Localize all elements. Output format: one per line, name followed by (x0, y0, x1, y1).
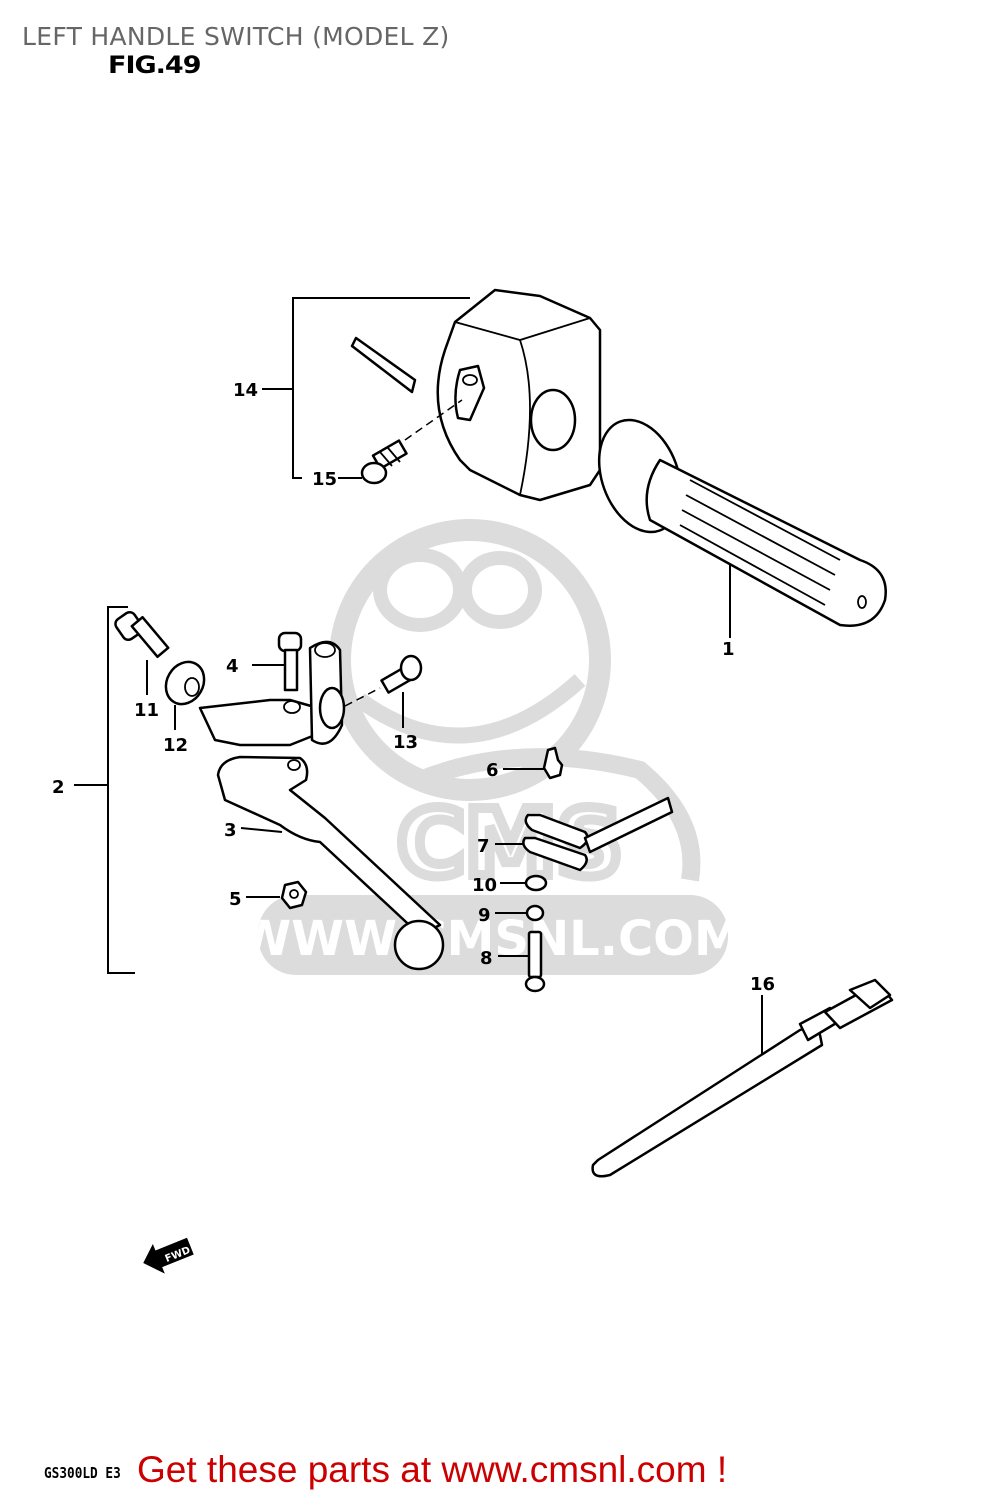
screw-13-part (344, 654, 423, 707)
washer-part (525, 904, 545, 922)
cable-band-part (591, 978, 894, 1178)
forward-arrow-icon: FWD (143, 1237, 194, 1274)
pivot-bolt-part (277, 631, 303, 692)
adjuster-bolt-part (114, 610, 170, 659)
callout-14: 14 (233, 380, 258, 401)
callout-3: 3 (224, 820, 237, 841)
callout-11: 11 (134, 700, 159, 721)
screw-15-part (360, 439, 408, 485)
grip-part (597, 418, 887, 638)
cmsnl-watermark: WWW.CMSNL.COM CMS (238, 519, 742, 975)
promo-link[interactable]: Get these parts at www.cmsnl.com ! (137, 1449, 728, 1490)
callout-13: 13 (393, 732, 418, 753)
callout-2: 2 (52, 777, 65, 798)
callout-bracket-2 (107, 606, 135, 974)
clutch-switch-part (522, 796, 674, 872)
model-code: GS300LD E3 (44, 1464, 121, 1482)
figure-number: FIG.49 (108, 51, 201, 80)
callout-8: 8 (480, 948, 493, 969)
lock-nut-part (164, 660, 206, 706)
callout-4: 4 (226, 656, 239, 677)
callout-6: 6 (486, 760, 499, 781)
callout-7: 7 (477, 836, 490, 857)
callout-1: 1 (722, 639, 735, 660)
lever-bracket-part (198, 640, 346, 747)
page-title: LEFT HANDLE SWITCH (MODEL Z) (22, 22, 450, 51)
callout-5: 5 (229, 889, 242, 910)
switch-housing-part (350, 288, 602, 502)
callout-10: 10 (472, 875, 497, 896)
lever-nut-part (280, 880, 308, 910)
callout-15: 15 (312, 469, 337, 490)
callout-16: 16 (750, 974, 775, 995)
watermark-text: WWW.CMSNL.COM (238, 911, 742, 967)
clutch-lever-part (216, 755, 445, 971)
switch-screw-part (524, 930, 546, 993)
callout-12: 12 (163, 735, 188, 756)
spacer-part (524, 874, 548, 892)
callout-9: 9 (478, 905, 491, 926)
switch-terminal-part (542, 746, 564, 780)
